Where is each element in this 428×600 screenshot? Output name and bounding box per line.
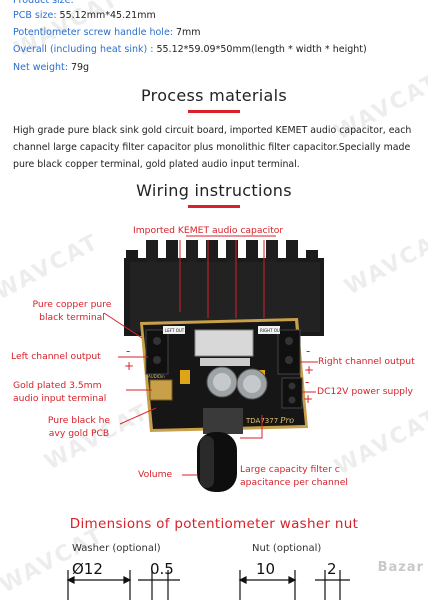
pro-label: Pro [279, 416, 294, 425]
spec-overall: Overall (including heat sink) : 55.12*59… [13, 44, 367, 55]
label-filter-1: Large capacity filter c [240, 464, 340, 475]
process-title: Process materials [141, 86, 287, 105]
wiring-underline [188, 205, 240, 208]
label-dc: DC12V power supply [317, 386, 413, 397]
chip-pins [200, 358, 250, 366]
left-terminal [145, 329, 169, 375]
label-pcb-2: avy gold PCB [48, 428, 110, 439]
right-terminal [277, 329, 301, 375]
power-terminal [281, 377, 303, 409]
spec-pcb-size: PCB size: 55.12mm*45.21mm [13, 10, 156, 21]
label-copper-1: Pure copper pure [32, 299, 112, 310]
label-gold-1: Gold plated 3.5mm [13, 380, 102, 391]
washer-thickness-arrow [138, 570, 180, 600]
spec-product-size: Product size: [13, 0, 74, 6]
label-gold-2: audio input terminal [13, 393, 107, 404]
label-kemet: Imported KEMET audio capacitor [133, 225, 284, 236]
label-pcb-1: Pure black he [47, 415, 111, 426]
potentiometer-body [203, 408, 243, 434]
process-text: High grade pure black sink gold circuit … [13, 125, 412, 170]
nut-thickness-arrow [315, 570, 350, 600]
right-tag: RIGHT OUT [260, 328, 283, 333]
label-right-out: Right channel output [318, 356, 415, 367]
svg-text:-: - [305, 375, 309, 389]
svg-text:+: + [304, 363, 314, 377]
polarity-marks: - + - + - + [124, 344, 314, 406]
nut-label: Nut (optional) [252, 543, 322, 554]
dimensions-title: Dimensions of potentiometer washer nut [69, 516, 359, 532]
process-underline [188, 110, 240, 113]
svg-text:-: - [306, 344, 310, 358]
nut-thickness-value: 2 [327, 560, 337, 578]
svg-text:+: + [124, 359, 134, 373]
washer-label: Washer (optional) [72, 543, 161, 554]
washer-diameter-arrow [66, 570, 132, 600]
spec-weight: Net weight: 79g [13, 62, 90, 73]
nut-width-value: 10 [256, 560, 276, 578]
svg-text:+: + [303, 392, 313, 406]
label-volume: Volume [138, 469, 173, 480]
leader-lines [103, 235, 318, 476]
audio-tag: AUDIOin [148, 374, 165, 379]
label-left-out: Left channel output [11, 351, 101, 362]
chip-package [194, 329, 254, 357]
spec-pot-hole: Potentiometer screw handle hole: 7mm [13, 27, 201, 38]
label-copper-2: black terminal [39, 312, 105, 323]
site-logo: Bazar [377, 560, 424, 575]
left-tag: LEFT OUT [165, 328, 185, 333]
nut-width-arrow [238, 570, 297, 600]
wiring-title: Wiring instructions [136, 181, 292, 200]
kemet-capacitor [180, 370, 190, 384]
washer-diameter-value: Ø12 [72, 560, 103, 578]
label-filter-2: apacitance per channel [240, 477, 348, 488]
washer-thickness-value: 0.5 [150, 560, 174, 578]
svg-text:-: - [126, 344, 130, 358]
